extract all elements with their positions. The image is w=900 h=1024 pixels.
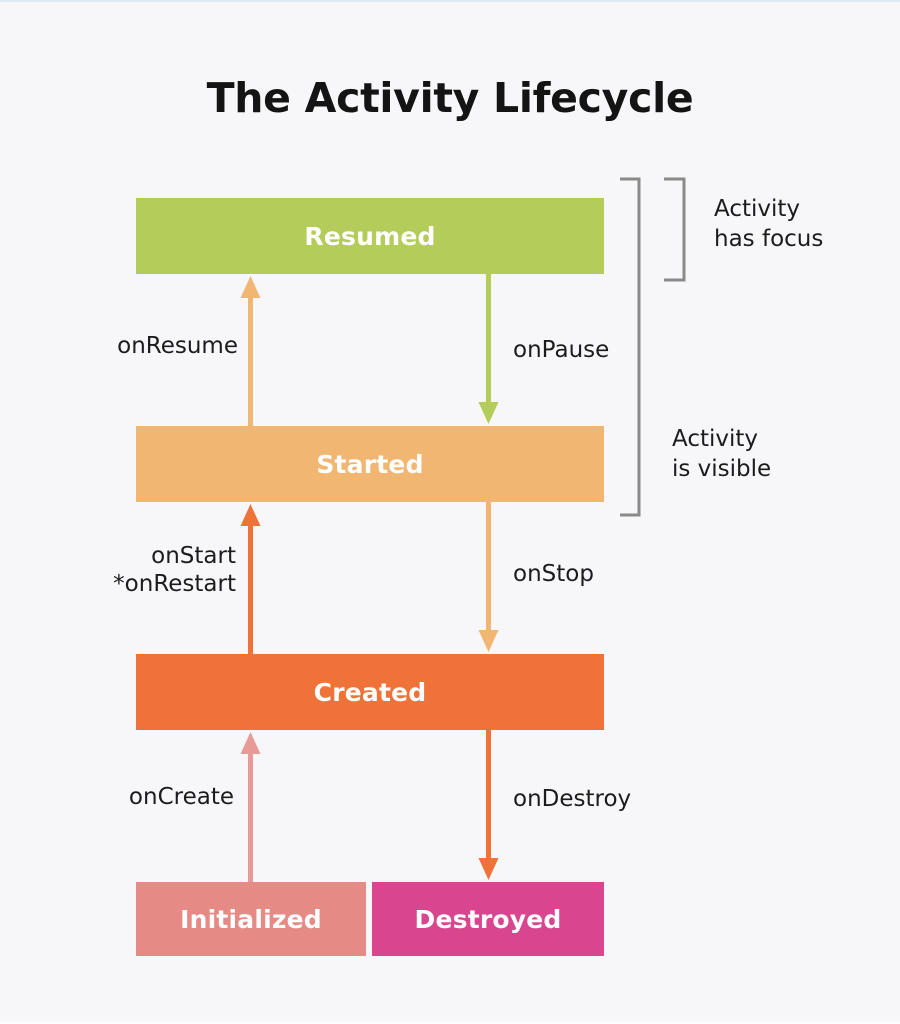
state-label-created: Created	[313, 677, 427, 707]
arrow-on-create	[240, 732, 261, 882]
edge-label-on-resume: onResume	[117, 333, 238, 359]
edge-label-on-stop: onStop	[513, 561, 594, 587]
state-label-resumed: Resumed	[304, 221, 436, 251]
arrow-on-destroy	[478, 730, 499, 880]
state-box-started[interactable]: Started	[136, 426, 604, 502]
state-box-initialized[interactable]: Initialized	[136, 882, 366, 956]
state-box-destroyed[interactable]: Destroyed	[372, 882, 604, 956]
arrow-on-resume	[240, 276, 261, 426]
bracket-has-focus	[664, 177, 686, 282]
bracket-is-visible	[620, 177, 641, 517]
arrow-on-start	[240, 504, 261, 654]
edge-label-on-start: onStart *onRestart	[113, 543, 236, 598]
arrow-on-stop	[478, 502, 499, 652]
edge-label-on-create: onCreate	[128, 784, 234, 810]
state-box-created[interactable]: Created	[136, 654, 604, 730]
edge-label-on-pause: onPause	[513, 337, 610, 363]
state-box-resumed[interactable]: Resumed	[136, 198, 604, 274]
state-label-destroyed: Destroyed	[414, 904, 562, 934]
annotation-has-focus: Activity has focus	[714, 196, 824, 253]
annotation-is-visible: Activity is visible	[672, 426, 772, 483]
state-label-initialized: Initialized	[180, 904, 322, 934]
edge-label-on-destroy: onDestroy	[513, 786, 632, 812]
arrow-on-pause	[478, 274, 499, 424]
state-label-started: Started	[316, 449, 424, 479]
page-title: The Activity Lifecycle	[206, 74, 694, 122]
